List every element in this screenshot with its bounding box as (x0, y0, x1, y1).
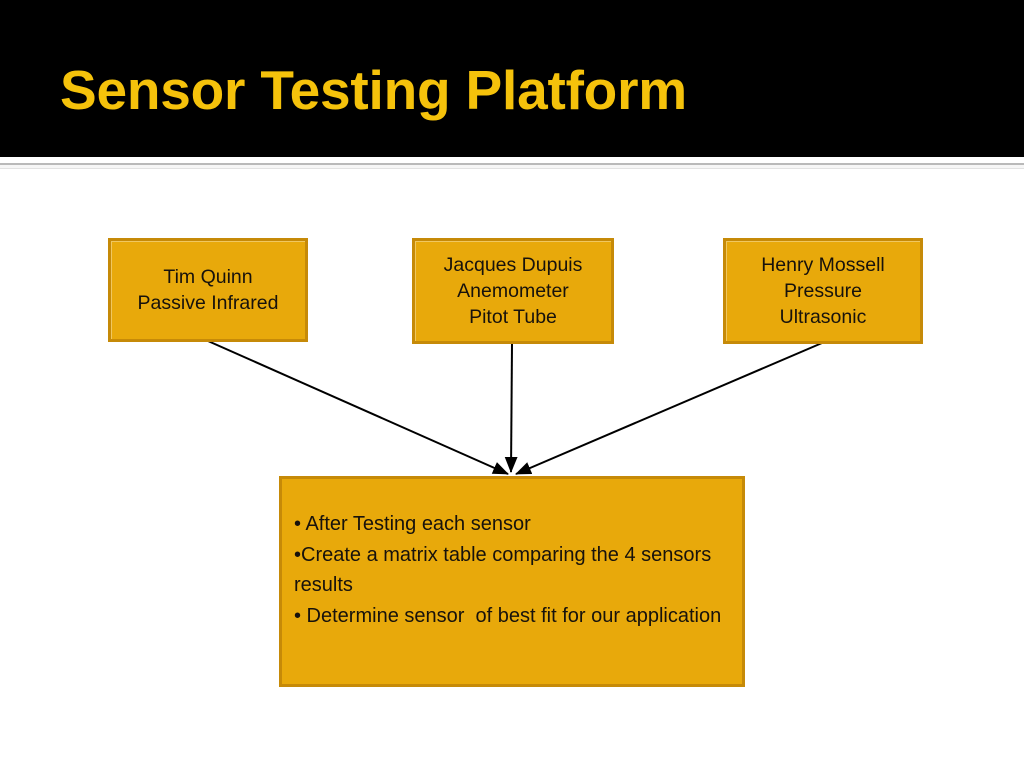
node-line: Anemometer (457, 280, 569, 302)
title-band (0, 0, 1024, 157)
node-box-tim-quinn[interactable]: Tim Quinn Passive Infrared (108, 238, 308, 342)
node-box-jacques-dupuis[interactable]: Jacques Dupuis Anemometer Pitot Tube (412, 238, 614, 344)
bullet-item: •Create a matrix table comparing the 4 s… (294, 543, 723, 597)
bullet-item: • After Testing each sensor (294, 513, 531, 535)
node-box-henry-mossell[interactable]: Henry Mossell Pressure Ultrasonic (723, 238, 923, 344)
header-divider (0, 163, 1024, 169)
bullet-item: • Determine sensor of best fit for our a… (294, 604, 722, 627)
node-line: Jacques Dupuis (443, 254, 583, 276)
connector-tim-to-summary (207, 340, 509, 475)
connector-jacques-to-summary (504, 343, 518, 473)
node-line: Henry Mossell (761, 254, 885, 276)
node-line: Passive Infrared (137, 292, 279, 314)
node-line: Pitot Tube (469, 306, 557, 328)
node-line: Pressure (783, 280, 863, 302)
connector-henry-to-summary (515, 342, 823, 475)
node-line: Tim Quinn (163, 266, 253, 288)
node-line: Ultrasonic (779, 306, 867, 328)
page-title: Sensor Testing Platform (60, 59, 687, 121)
node-box-summary[interactable]: • After Testing each sensor •Create a ma… (279, 476, 745, 687)
